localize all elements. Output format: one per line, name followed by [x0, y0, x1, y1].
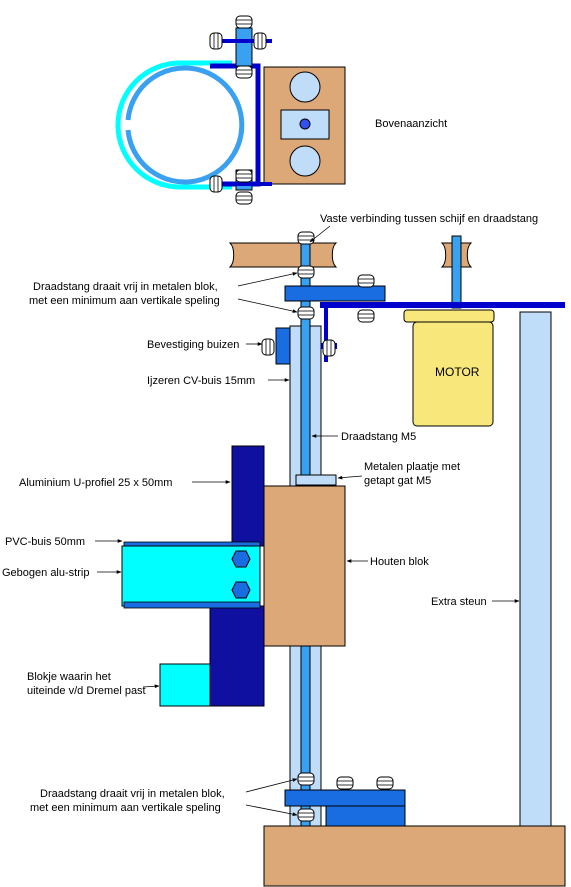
- label-rod-free-top-2: met een minimum aan vertikale speling: [29, 295, 220, 307]
- label-metal-plate-1: Metalen plaatje met: [364, 461, 460, 473]
- top-frame-bar: [320, 302, 565, 308]
- motor-shaft: [451, 235, 462, 309]
- hex-nut-icon: [235, 169, 253, 183]
- hex-nut-icon: [297, 808, 315, 822]
- hole-bottom: [289, 145, 321, 177]
- disk-top: [228, 242, 338, 268]
- hex-nut-icon: [209, 175, 223, 193]
- label-pvc-tube: PVC-buis 50mm: [5, 536, 85, 548]
- hex-nut-icon: [357, 309, 375, 323]
- label-bent-strip: Gebogen alu-strip: [2, 567, 89, 579]
- motor-body: [412, 321, 494, 427]
- dremel-block: [159, 663, 211, 707]
- upper-metal-block: [284, 285, 386, 302]
- wood-base: [263, 825, 566, 887]
- label-extra-support: Extra steun: [431, 596, 487, 608]
- label-top-view: Bovenaanzicht: [375, 118, 447, 130]
- lower-metal-block-top: [284, 789, 406, 807]
- hex-nut-icon: [357, 274, 375, 288]
- label-iron-tube: Ijzeren CV-buis 15mm: [147, 375, 255, 387]
- hex-nut-icon: [235, 65, 253, 79]
- label-dremel-block-2: uiteinde v/d Dremel past: [27, 685, 146, 697]
- top-view: Bovenaanzicht: [115, 15, 447, 205]
- hex-nut-icon: [297, 306, 315, 320]
- alu-u-profile-upper: [231, 445, 265, 547]
- hex-nut-icon: [235, 15, 253, 29]
- hex-nut-icon: [253, 32, 267, 50]
- label-dremel-block-1: Blokje waarin het: [27, 671, 111, 683]
- alu-u-profile-lower: [209, 605, 265, 707]
- label-tube-mount: Bevestiging buizen: [147, 339, 239, 351]
- label-metal-plate-2: getapt gat M5: [364, 475, 431, 487]
- alu-profile-top-view: [210, 63, 261, 187]
- bolt-icon: [231, 550, 251, 568]
- bolt-icon: [231, 581, 251, 599]
- label-alu-profile: Aluminium U-profiel 25 x 50mm: [19, 477, 172, 489]
- label-wood-block: Houten blok: [370, 556, 429, 568]
- hex-nut-icon: [297, 265, 315, 279]
- hex-nut-icon: [322, 339, 336, 357]
- hex-nut-icon: [336, 776, 354, 790]
- hex-nut-icon: [209, 32, 223, 50]
- rod-top-view: [299, 118, 311, 130]
- extra-support-column: [519, 311, 552, 827]
- pvc-tube-ring: [125, 65, 245, 185]
- hex-nut-icon: [376, 776, 394, 790]
- hex-nut-icon: [297, 231, 315, 245]
- hex-nut-icon: [261, 338, 275, 356]
- motor-label: MOTOR: [435, 365, 480, 379]
- motor-mount: [403, 309, 495, 323]
- label-rod-free-bottom-2: met een minimum aan vertikale speling: [30, 802, 221, 814]
- label-rod-free-bottom-1: Draadstang draait vrij in metalen blok,: [40, 788, 225, 800]
- hex-nut-icon: [235, 191, 253, 205]
- annotations: Vaste verbinding tussen schijf en draads…: [2, 213, 538, 817]
- bent-strip-top-view: [115, 60, 232, 190]
- label-threaded-rod: Draadstang M5: [341, 431, 416, 443]
- tube-mount-clamp: [275, 327, 291, 365]
- metal-plate: [295, 474, 337, 486]
- wood-block: [263, 485, 346, 647]
- lower-metal-block-bottom: [325, 805, 406, 827]
- hex-nut-icon: [297, 772, 315, 786]
- label-rod-free-top-1: Draadstang draait vrij in metalen blok,: [33, 281, 218, 293]
- label-fixed-connection: Vaste verbinding tussen schijf en draads…: [320, 213, 538, 225]
- hole-top: [289, 71, 321, 103]
- clamp-top: [235, 27, 253, 67]
- pvc-tube-bottom-edge: [123, 601, 261, 609]
